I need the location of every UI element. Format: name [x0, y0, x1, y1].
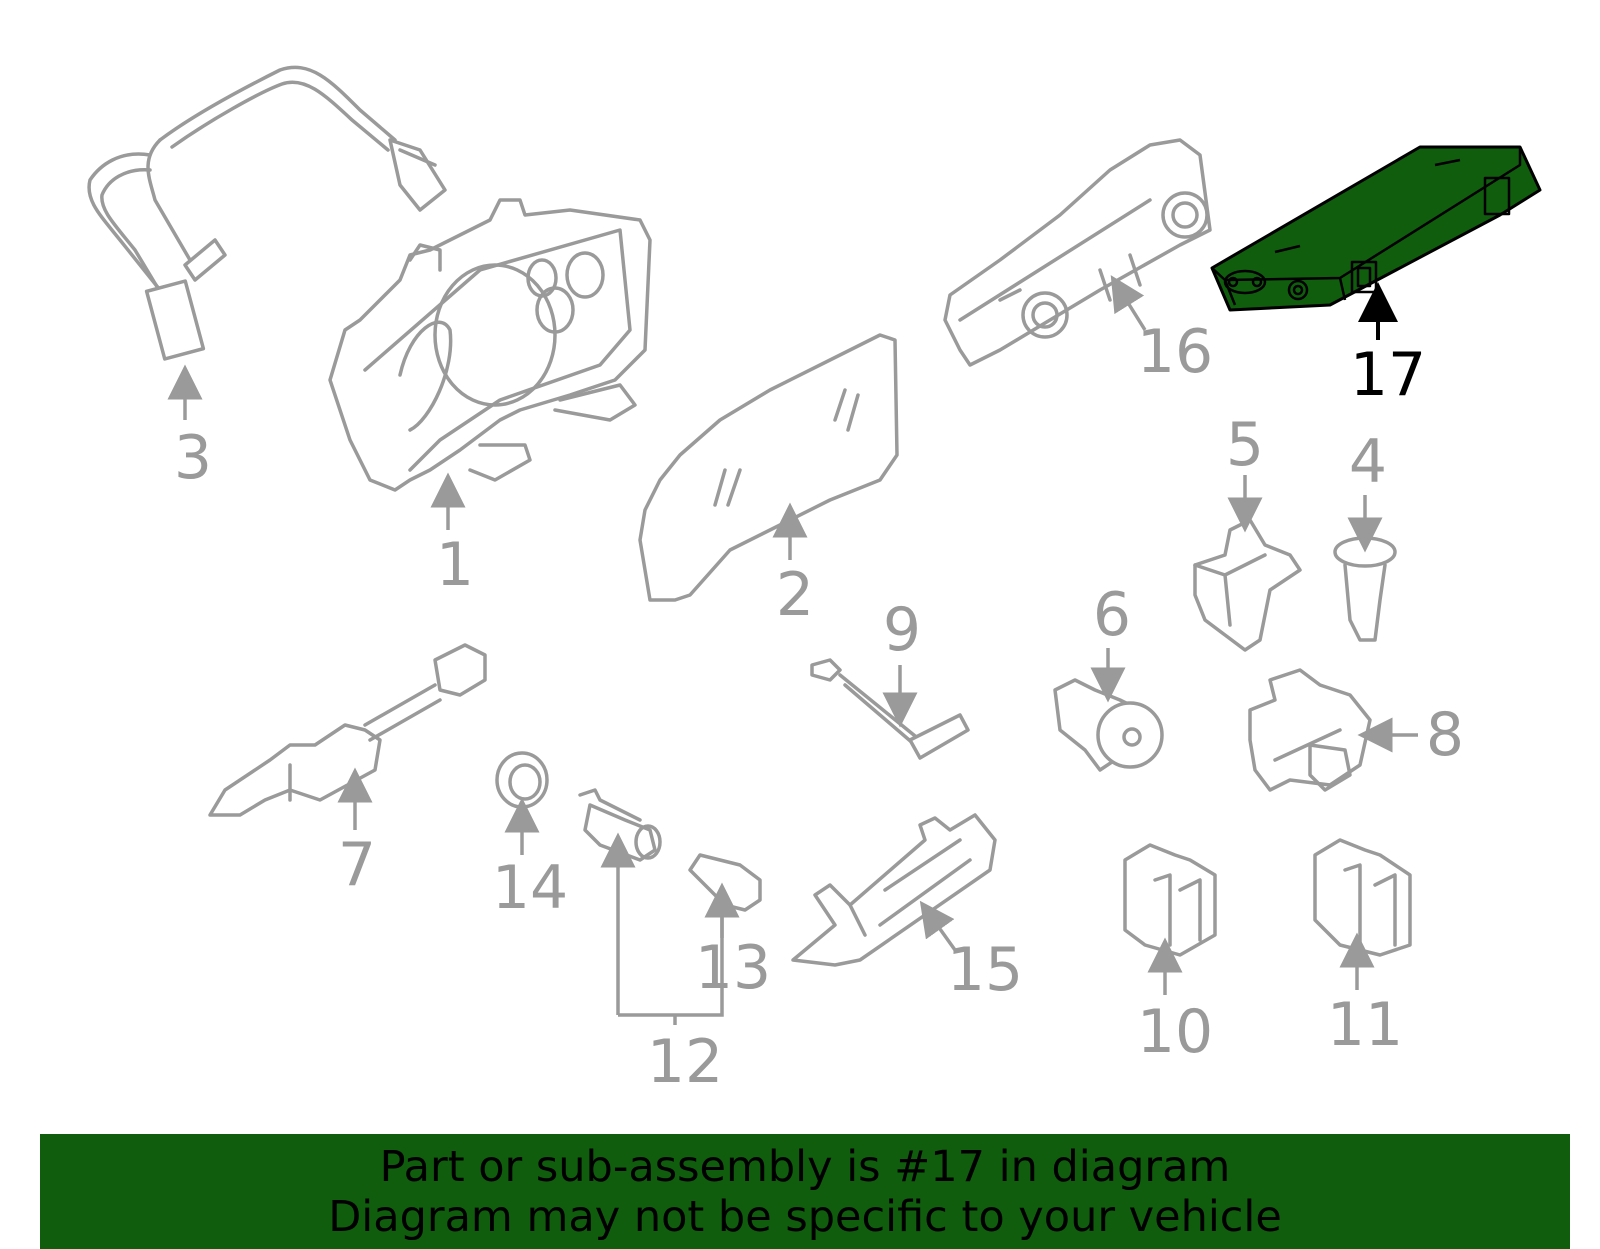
label-16: 16 [1137, 317, 1213, 387]
callout-17: 17 [1350, 282, 1426, 410]
part-9-sensor [810, 658, 970, 760]
callout-8: 8 [1357, 700, 1464, 770]
label-8: 8 [1426, 700, 1464, 770]
callout-16: 16 [1110, 275, 1213, 387]
callout-2: 2 [772, 502, 814, 630]
callout-1: 1 [430, 472, 474, 600]
label-6: 6 [1093, 580, 1131, 650]
callout-11: 11 [1327, 932, 1403, 1060]
part-2-lens [638, 333, 899, 602]
info-banner: Part or sub-assembly is #17 in diagram D… [40, 1134, 1570, 1249]
label-11: 11 [1327, 990, 1403, 1060]
callout-7: 7 [337, 767, 376, 900]
callout-4: 4 [1347, 427, 1387, 553]
label-4: 4 [1349, 427, 1387, 497]
label-2: 2 [776, 560, 814, 630]
label-5: 5 [1226, 410, 1264, 480]
part-10-switch [1123, 843, 1217, 957]
callout-3: 3 [167, 364, 212, 493]
part-13-bulb [688, 853, 762, 912]
label-14: 14 [492, 853, 568, 923]
part-5-bracket [1193, 518, 1302, 652]
part-11-switch [1313, 838, 1412, 957]
label-15: 15 [947, 935, 1023, 1005]
callout-13: 13 [695, 882, 771, 1003]
callout-14: 14 [492, 797, 568, 923]
callout-12: 12 [600, 832, 724, 1097]
banner-line-2: Diagram may not be specific to your vehi… [328, 1192, 1282, 1242]
callout-6: 6 [1090, 580, 1131, 703]
label-10: 10 [1137, 997, 1213, 1067]
part-3-harness [87, 65, 447, 361]
callout-10: 10 [1137, 937, 1213, 1067]
part-8-switch [1248, 668, 1372, 792]
label-9: 9 [883, 595, 921, 665]
part-14-grommet [495, 751, 549, 809]
label-17: 17 [1350, 340, 1426, 410]
part-1-cluster-housing [328, 198, 652, 492]
label-3: 3 [174, 423, 212, 493]
part-7-sensor [208, 643, 487, 817]
banner-line-1: Part or sub-assembly is #17 in diagram [379, 1142, 1231, 1192]
part-4-clip [1333, 536, 1397, 642]
part-17-module [1210, 145, 1542, 312]
label-12: 12 [647, 1027, 723, 1097]
label-7: 7 [338, 830, 376, 900]
part-6-switch [1053, 678, 1164, 772]
part-12-socket [578, 788, 662, 862]
part-15-switch-panel [791, 813, 997, 967]
callout-9: 9 [882, 595, 921, 728]
label-13: 13 [695, 933, 771, 1003]
callout-15: 15 [919, 900, 1023, 1005]
label-1: 1 [436, 530, 474, 600]
callout-5: 5 [1226, 410, 1264, 533]
